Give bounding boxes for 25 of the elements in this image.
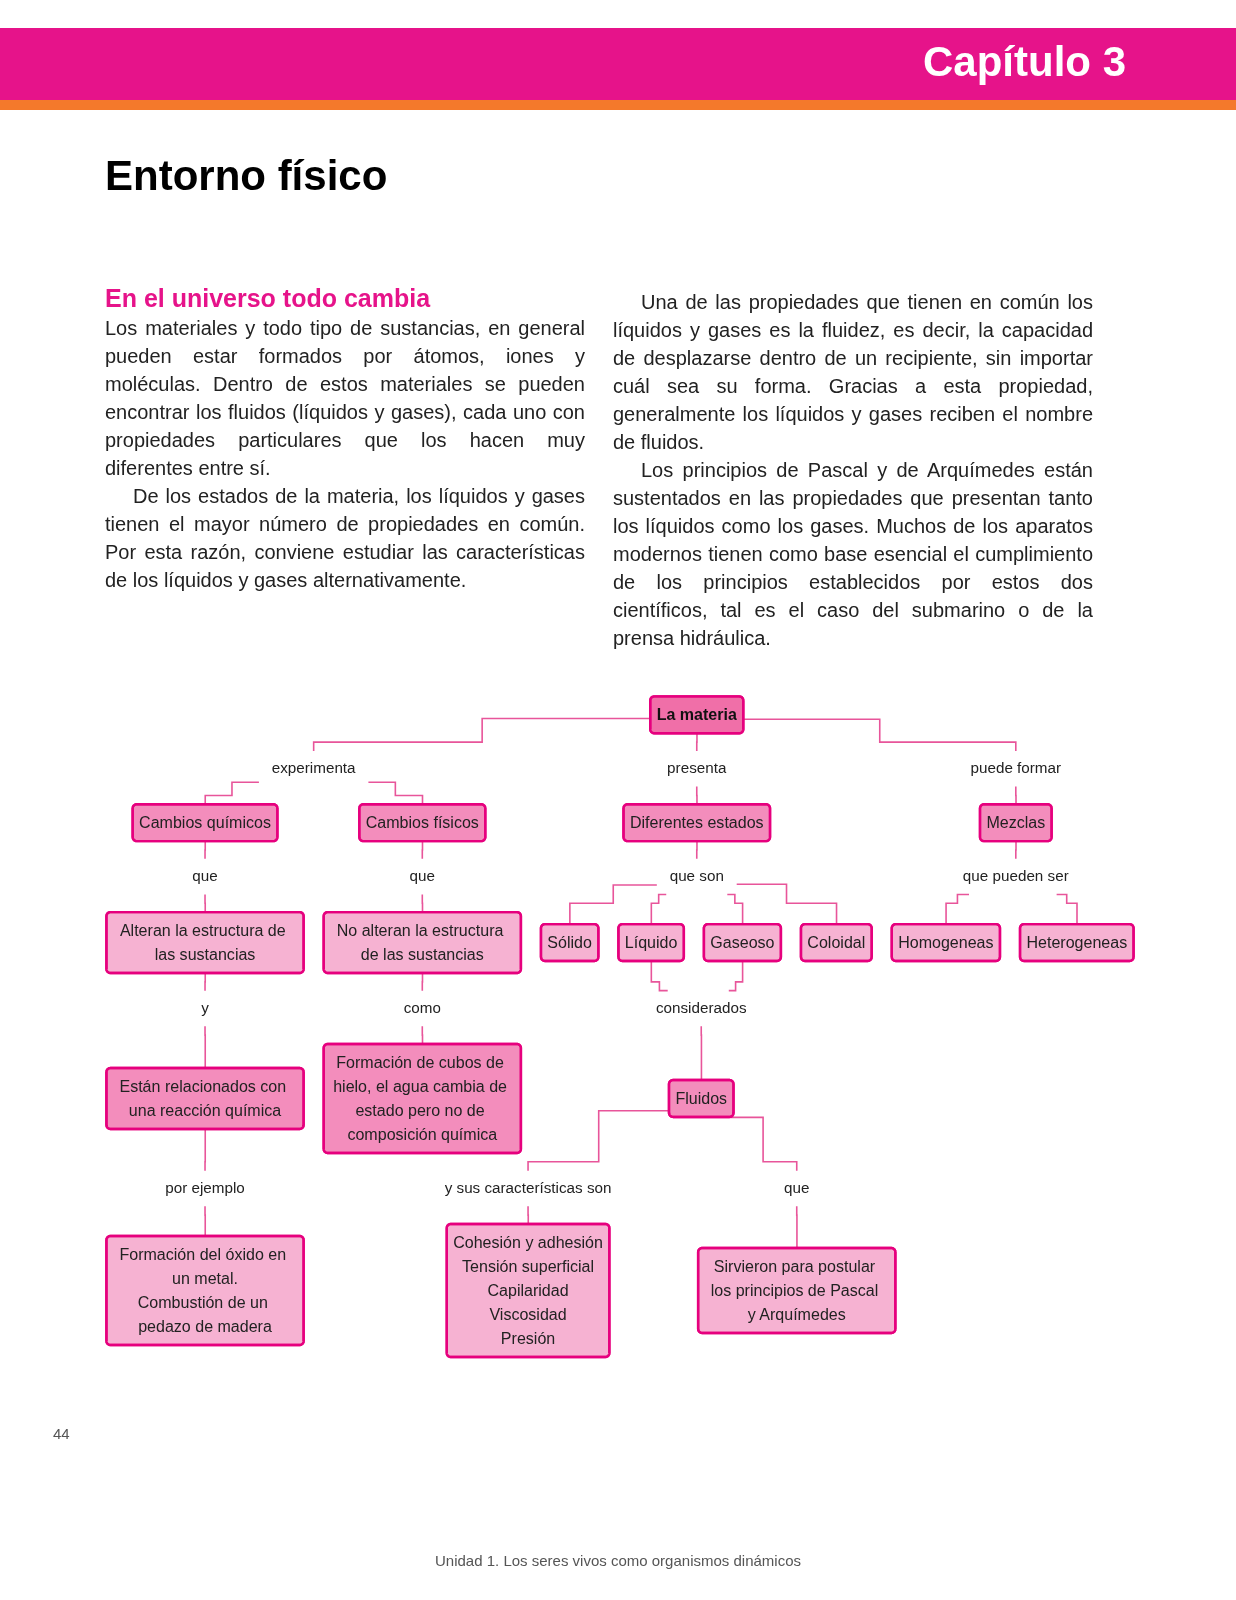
node-text: y sus características son bbox=[444, 1179, 612, 1197]
node-text: que bbox=[409, 867, 436, 885]
chapter-heading: Capítulo 3 bbox=[923, 38, 1126, 86]
node-text: que bbox=[192, 867, 218, 885]
node-text: que pueden ser bbox=[962, 867, 1069, 885]
connector bbox=[650, 960, 669, 992]
node-text: por ejemplo bbox=[165, 1179, 245, 1197]
node-text: presenta bbox=[667, 759, 727, 777]
node-text: experimenta bbox=[271, 759, 356, 777]
paragraph: Los materiales y todo tipo de sustancias, en general pueden estar formados por átomos, iones y moléculas. Dentro de estos materiales se pueden encontrar los fluidos (líquidos y gases), cada uno con propiedades particulares que los hacen muy diferentes entre sí. bbox=[105, 316, 585, 481]
paragraph: Una de las propiedades que tienen en común los líquidos y gases es la fluidez, es decir, la capacidad de desplazarse dentro de un recipiente, sin importar cuál sea su forma. Gracias a esta propiedad, generalmente los líquidos y gases reciben el nombre de fluidos. bbox=[613, 290, 1093, 455]
connector bbox=[728, 960, 744, 992]
section-heading: En el universo todo cambia bbox=[105, 284, 431, 313]
node-text: considerados bbox=[655, 999, 747, 1017]
node-text: que son bbox=[669, 867, 724, 885]
connector bbox=[204, 1128, 207, 1172]
node-text: como bbox=[403, 999, 441, 1017]
node-text: que bbox=[784, 1179, 810, 1197]
paragraph: Los principios de Pascal y de Arquímedes están sustentados en las propiedades que presentan tanto los líquidos como los gases. Muchos de los aparatos modernos tienen como base esencial el cumplimiento de los principios establecidos por estos dos científicos, tal es el caso del submarino o de la prensa hidráulica. bbox=[613, 458, 1093, 651]
paragraph: De los estados de la materia, los líquidos y gases tienen el mayor número de propiedades en común. Por esta razón, conviene estudiar las características de los líquidos y gases alternativamente. bbox=[105, 484, 585, 593]
node-text: puede formar bbox=[970, 759, 1062, 777]
footer-text: Unidad 1. Los seres vivos como organismos dinámicos bbox=[434, 1552, 802, 1569]
page-title: Entorno físico bbox=[105, 152, 388, 200]
node-text: y bbox=[201, 999, 209, 1017]
page-number: 44 bbox=[53, 1425, 70, 1442]
